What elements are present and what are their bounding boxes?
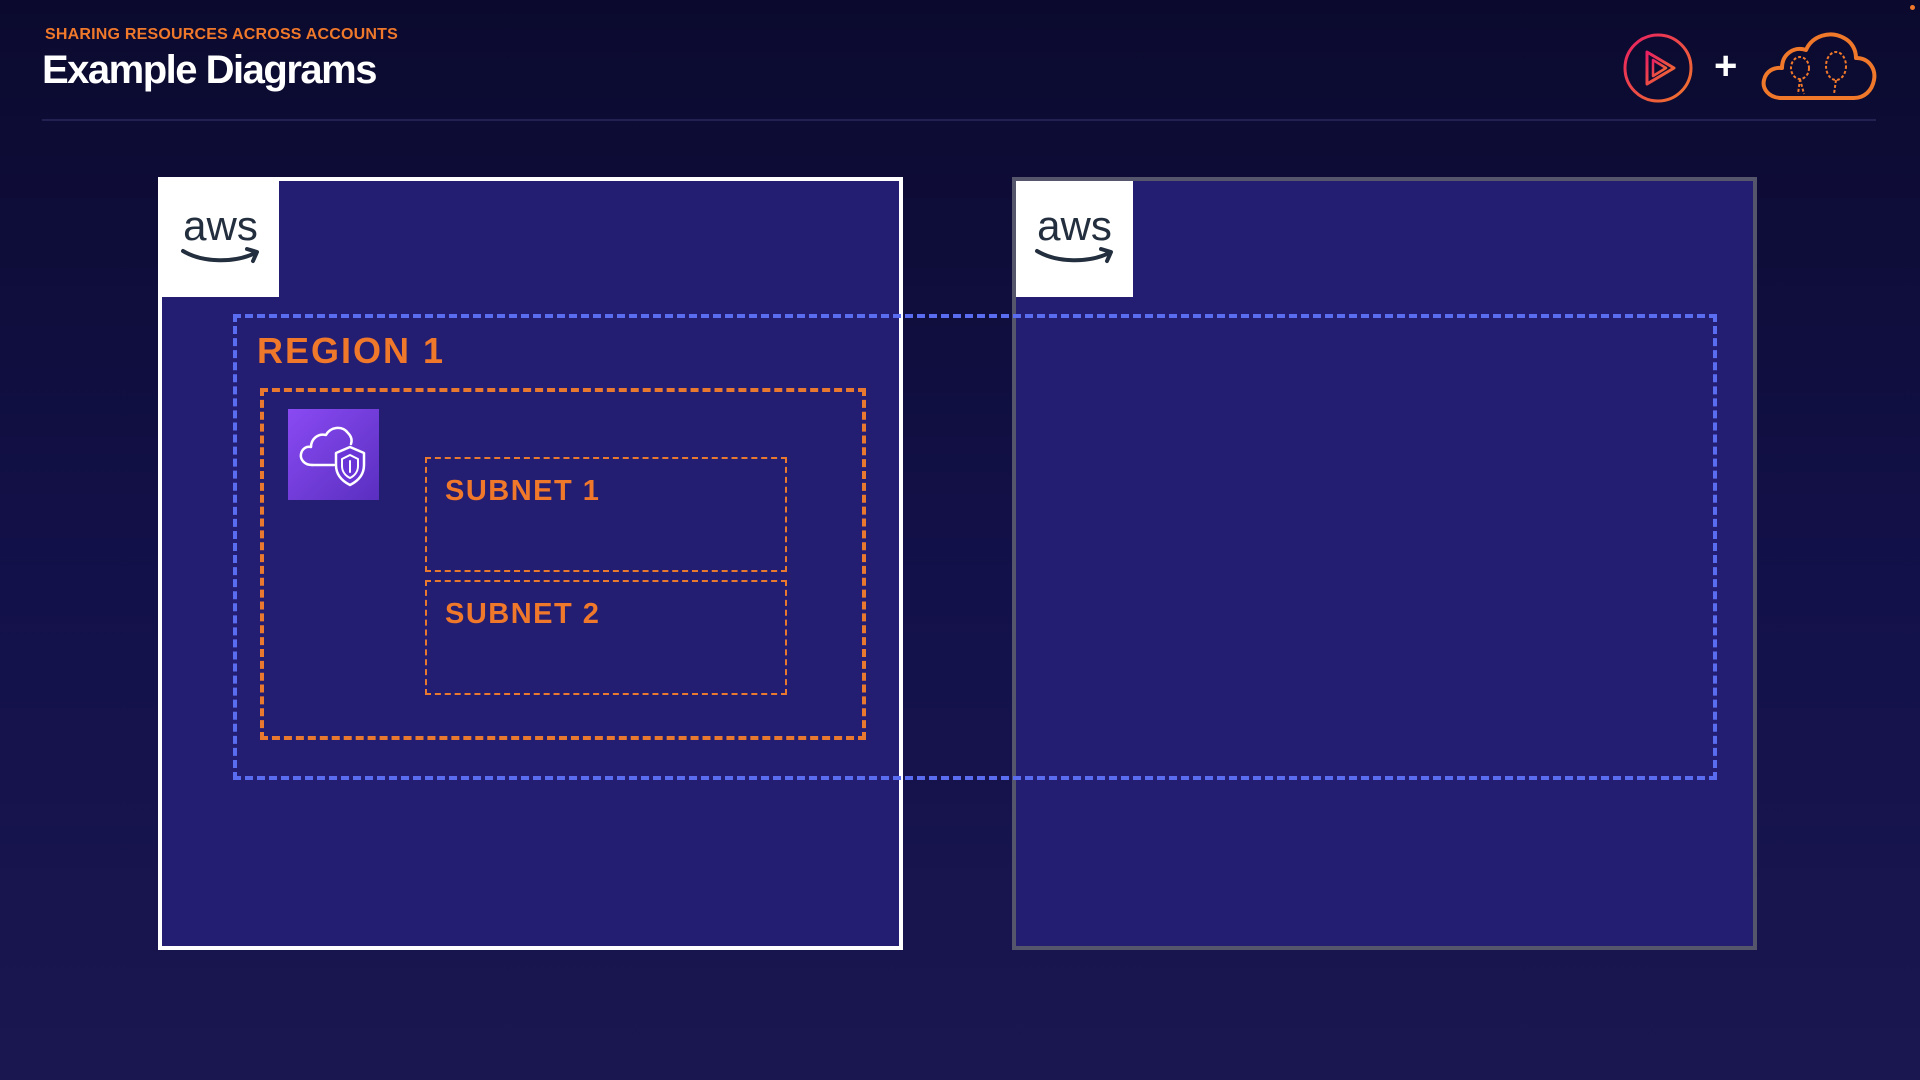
region-label: REGION 1 bbox=[257, 330, 446, 371]
aws-account-2: aws bbox=[1012, 177, 1757, 950]
aws-smile-icon bbox=[180, 247, 259, 263]
aws-smile-icon bbox=[1034, 247, 1113, 263]
vpc-icon bbox=[288, 409, 379, 500]
header-divider bbox=[42, 119, 1876, 121]
subnet-1-box: SUBNET 1 bbox=[425, 457, 787, 572]
subnet-2-box: SUBNET 2 bbox=[425, 580, 787, 695]
aws-logo: aws bbox=[1016, 181, 1133, 297]
region-boundary bbox=[233, 314, 1717, 780]
subnet-2-label: SUBNET 2 bbox=[445, 598, 601, 630]
aws-logo-text: aws bbox=[183, 202, 258, 249]
vpc-boundary bbox=[260, 388, 866, 740]
cloud-shield-icon bbox=[299, 426, 366, 487]
play-logo-icon bbox=[1623, 33, 1693, 103]
plus-sign: + bbox=[1714, 44, 1738, 88]
cloud-balloon-logo-icon bbox=[1761, 32, 1877, 100]
corner-dot bbox=[1910, 5, 1915, 10]
subnet-1-label: SUBNET 1 bbox=[445, 475, 601, 507]
aws-logo-text: aws bbox=[1037, 202, 1112, 249]
aws-account-1: aws bbox=[158, 177, 903, 950]
section-subtitle: SHARING RESOURCES ACROSS ACCOUNTS bbox=[45, 26, 398, 43]
aws-logo: aws bbox=[162, 181, 279, 297]
page-title: Example Diagrams bbox=[42, 48, 377, 92]
